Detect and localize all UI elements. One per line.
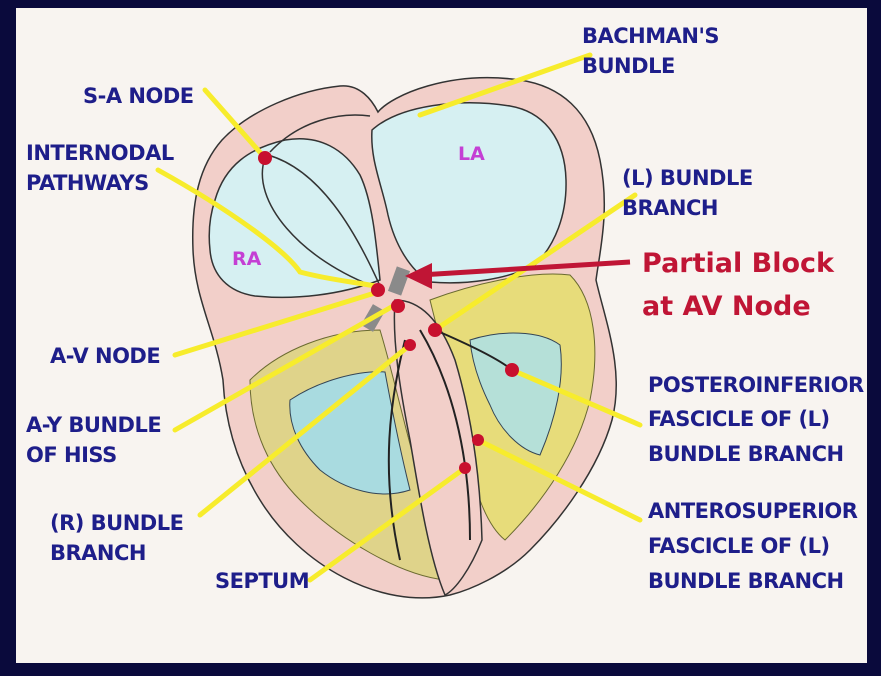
ra-label: RA [232, 248, 262, 270]
sa-node-label: S-A NODE [83, 84, 194, 108]
posteroinferior-label-line1: POSTEROINFERIOR [648, 373, 864, 397]
anterosuperior-marker [472, 434, 484, 446]
av-bundle-label-line1: A-Y BUNDLE [26, 413, 161, 437]
l-bundle-marker [428, 323, 442, 337]
bachman-label-line1: BACHMAN'S [582, 24, 719, 48]
posteroinferior-label-line2: FASCICLE OF (L) [648, 407, 830, 431]
l-bundle-label-line1: (L) BUNDLE [622, 166, 753, 190]
anterosuperior-label-line2: FASCICLE OF (L) [648, 534, 830, 558]
sa-node-marker [258, 151, 272, 165]
av-bundle-label-line2: OF HISS [26, 443, 117, 467]
partial-block-label-line1: Partial Block [642, 248, 835, 279]
la-label: LA [458, 143, 485, 165]
av-node-label: A-V NODE [50, 344, 160, 368]
septum-marker [459, 462, 471, 474]
posteroinferior-marker [505, 363, 519, 377]
av-node-marker [371, 283, 385, 297]
anterosuperior-label-line1: ANTEROSUPERIOR [648, 499, 858, 523]
internodal-label-line2: PATHWAYS [26, 171, 149, 195]
l-bundle-label-line2: BRANCH [622, 196, 718, 220]
bachman-label-line2: BUNDLE [582, 54, 675, 78]
partial-block-label-line2: at AV Node [642, 291, 811, 322]
posteroinferior-label-line3: BUNDLE BRANCH [648, 442, 844, 466]
av-bundle-marker [391, 299, 405, 313]
anterosuperior-label-line3: BUNDLE BRANCH [648, 569, 844, 593]
r-bundle-marker [404, 339, 416, 351]
internodal-label-line1: INTERNODAL [26, 141, 174, 165]
r-bundle-label-line2: BRANCH [50, 541, 146, 565]
septum-label: SEPTUM [215, 569, 309, 593]
r-bundle-label-line1: (R) BUNDLE [50, 511, 183, 535]
